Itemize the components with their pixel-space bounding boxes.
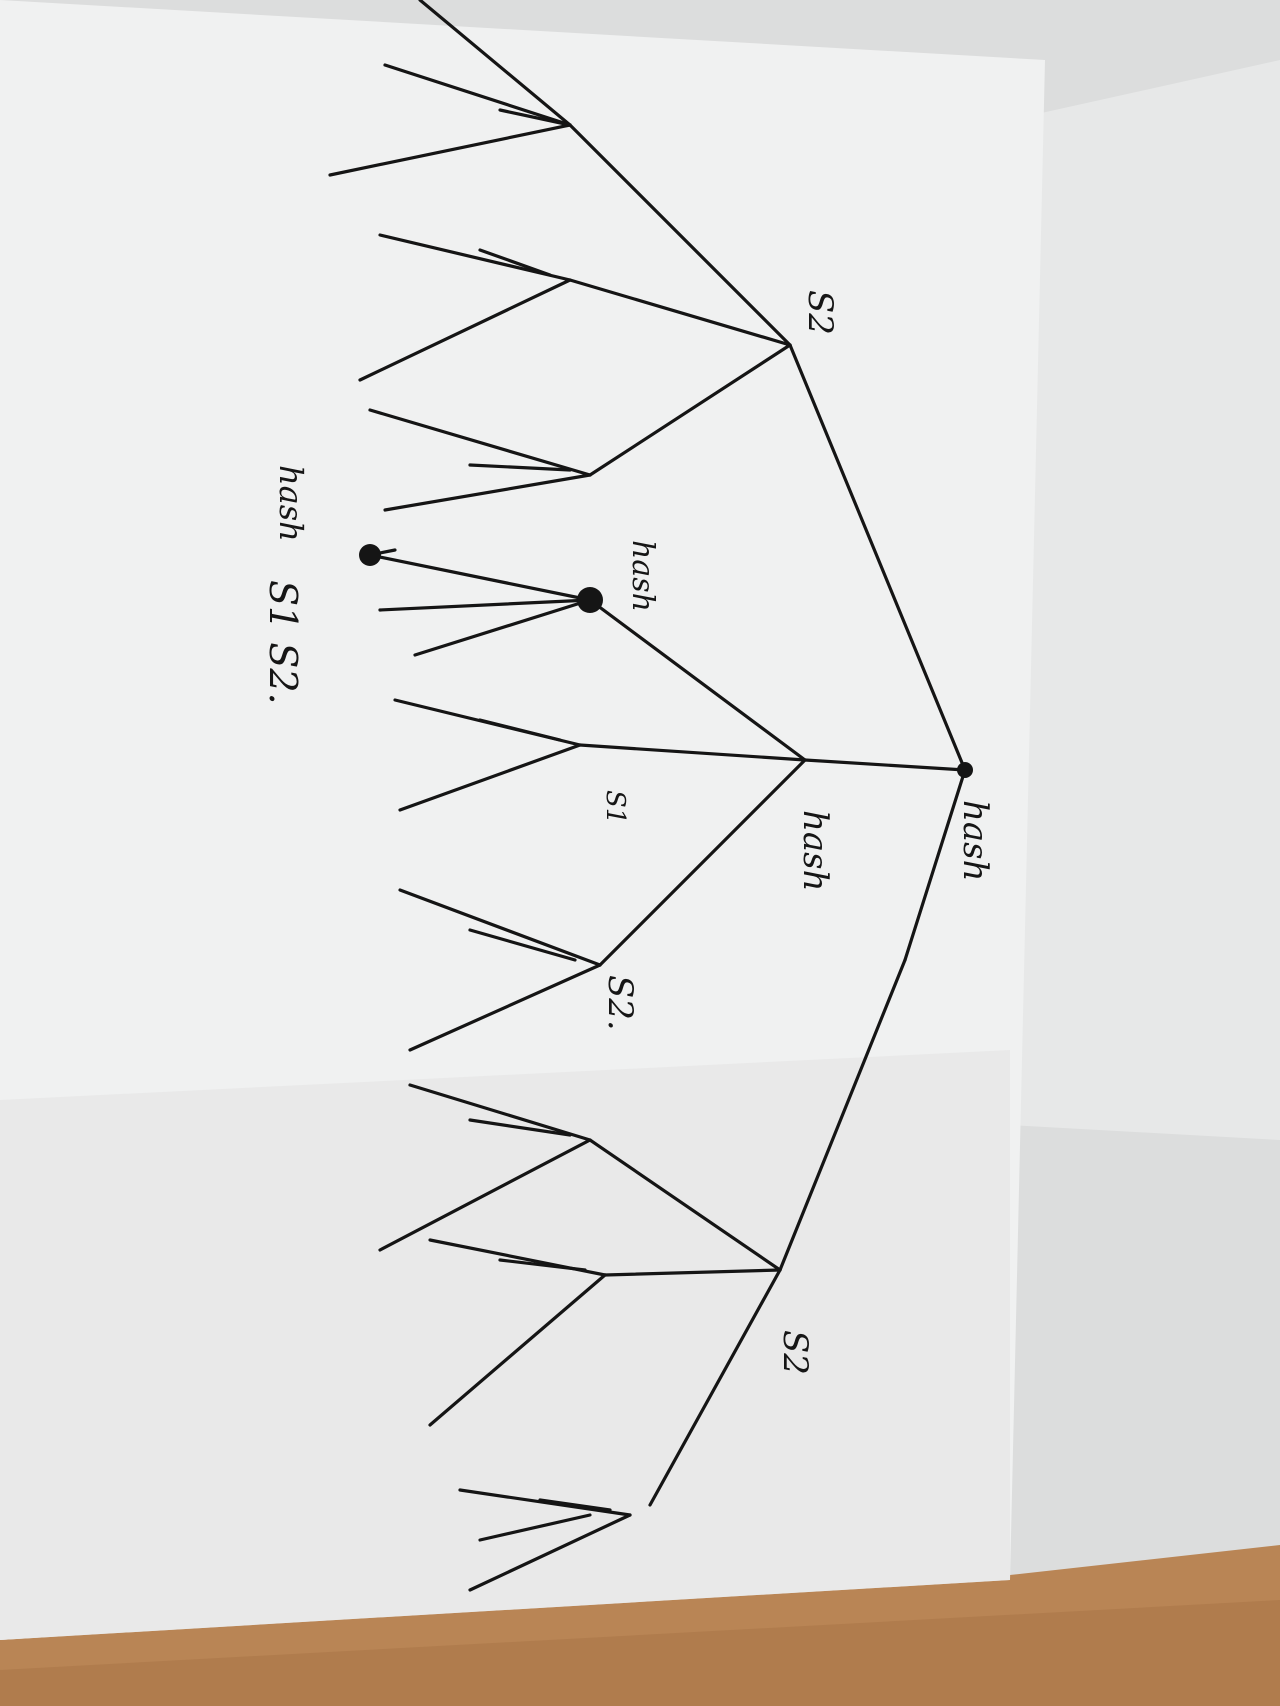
back-paper <box>1010 60 1280 1140</box>
tree-drawing <box>328 0 967 1592</box>
label-mid-s1: S1 <box>600 790 630 825</box>
leaf-hash-dot <box>359 544 381 566</box>
paper-shadow <box>0 1050 1010 1640</box>
wood-table-shade <box>0 1600 1280 1706</box>
label-leaf-s1s2: S1 S2. <box>261 580 305 705</box>
label-mid-s2: S2. <box>600 975 640 1031</box>
label-mid-hash: hash <box>795 810 835 892</box>
label-bottom-s2: S2 <box>775 1330 815 1375</box>
label-upper-hash: hash <box>625 540 660 612</box>
root-node-dot <box>957 762 973 778</box>
label-root-hash: hash <box>955 800 995 882</box>
hash-node-dot <box>577 587 603 613</box>
label-top-s2: S2 <box>800 290 840 335</box>
label-leaf-hash: hash <box>272 465 310 542</box>
leaf-fans <box>328 63 632 1592</box>
